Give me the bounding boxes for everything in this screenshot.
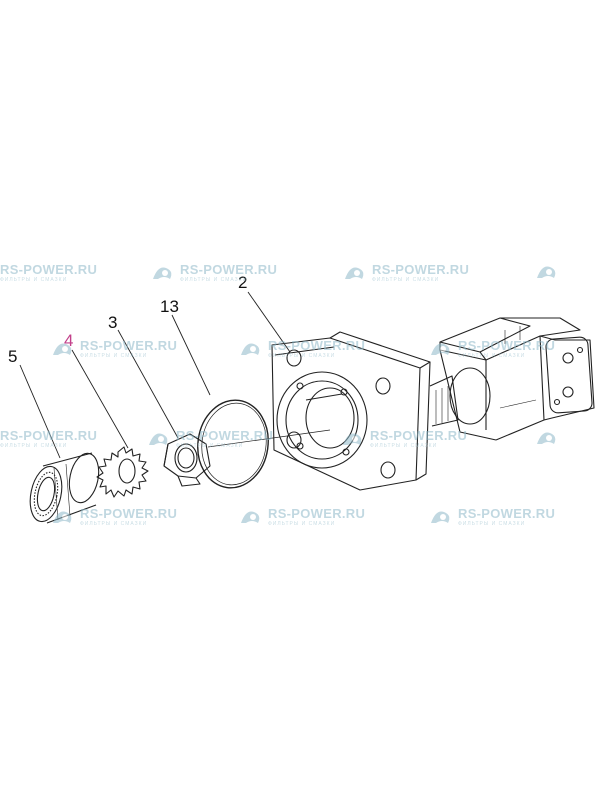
nut-part-3: [163, 433, 211, 487]
bearing-part-5: [29, 452, 100, 524]
callout-part-4: 4: [64, 331, 74, 350]
callout-part-5: 5: [8, 347, 18, 366]
tab-washer-part-4: [96, 446, 149, 498]
center-axis-line: [207, 429, 331, 448]
o-ring-part-13: [197, 399, 269, 489]
callout-part-3: 3: [108, 313, 118, 332]
callout-part-13: 13: [160, 297, 179, 316]
callout-part-2: 2: [238, 273, 248, 292]
leader-lines: [19, 291, 291, 459]
pump-body: [429, 317, 595, 441]
flange-part-2: [271, 331, 431, 491]
